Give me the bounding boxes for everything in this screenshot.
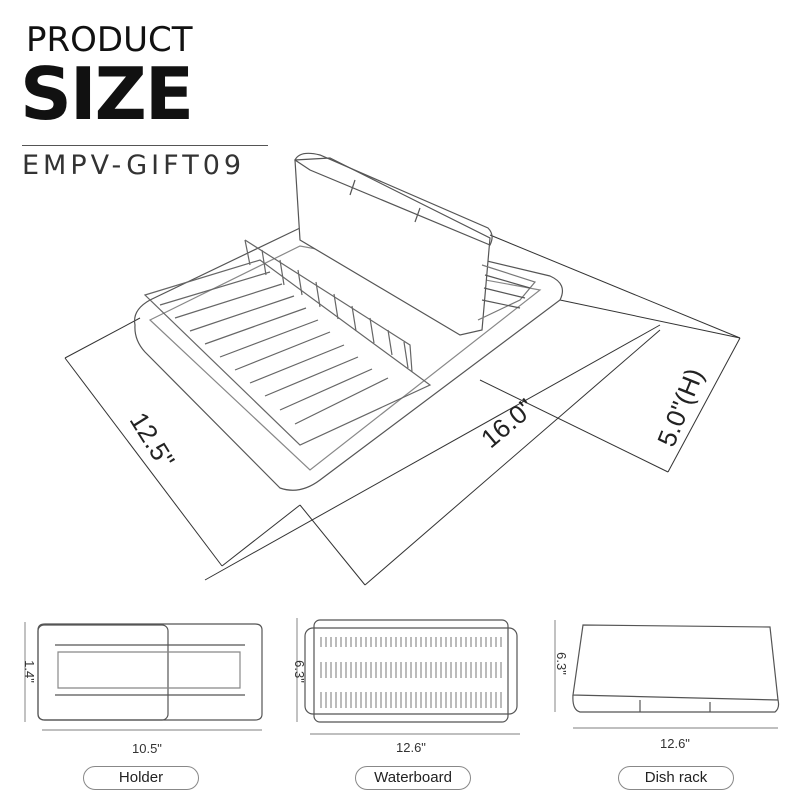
holder-label: Holder <box>83 766 199 790</box>
dish-rack-view <box>554 620 780 729</box>
waterboard-width: 12.6" <box>396 740 426 755</box>
dish-rack-height: 6.3" <box>553 652 569 675</box>
holder-height: 1.4" <box>21 660 37 683</box>
utensil-holder <box>294 152 537 336</box>
waterboard-height: 6.3" <box>291 660 307 683</box>
waterboard-label: Waterboard <box>355 766 471 790</box>
title-product: PRODUCT <box>26 20 193 60</box>
holder-width: 10.5" <box>132 741 162 756</box>
dish-rack-width: 12.6" <box>660 736 690 751</box>
waterboard-view <box>296 618 520 735</box>
divider <box>22 145 268 146</box>
dish-rack <box>143 239 432 446</box>
title-size: SIZE <box>20 52 194 136</box>
dimension-lines <box>64 234 741 586</box>
model-number: EMPV-GIFT09 <box>22 150 246 181</box>
dish-rack-label: Dish rack <box>618 766 734 790</box>
holder-view <box>24 622 263 731</box>
